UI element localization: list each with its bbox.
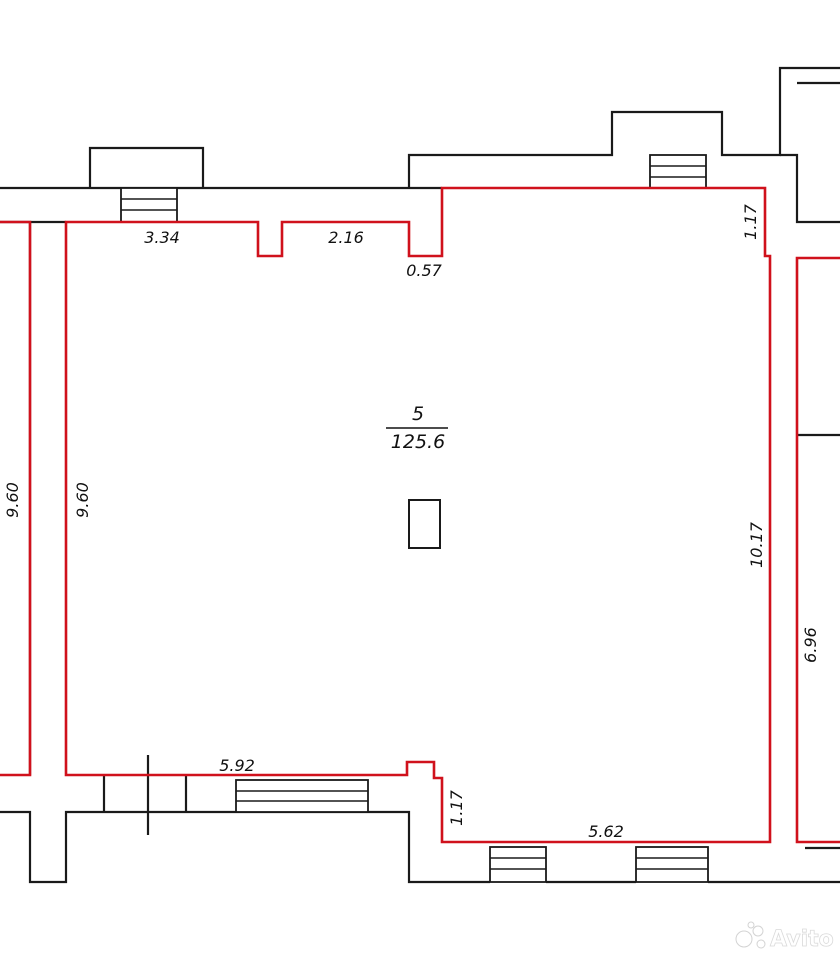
- dim-right-adjacent: 6.96: [801, 627, 820, 663]
- dim-bottom-step: 1.17: [447, 789, 466, 825]
- avito-watermark: Avito: [735, 921, 834, 952]
- right-room-outline: [795, 256, 840, 844]
- exterior-wall-top-right: [407, 66, 840, 188]
- dim-top-step: 0.57: [406, 261, 442, 280]
- window-top-left: [120, 187, 178, 223]
- dimension-labels: 3.34 2.16 0.57 1.17 9.60 9.60 10.17 6.96…: [3, 203, 820, 841]
- dim-bottom-left: 5.92: [219, 756, 255, 775]
- exterior-wall-bottom-left: [0, 810, 490, 884]
- windows: [120, 154, 709, 883]
- dim-top-middle: 2.16: [328, 228, 364, 247]
- watermark-text: Avito: [770, 927, 834, 952]
- wall-bottom-posts: [102, 775, 188, 812]
- dim-top-left: 3.34: [144, 228, 180, 247]
- dim-bottom-right: 5.62: [588, 822, 624, 841]
- dim-left-wall: 9.60: [73, 482, 92, 518]
- room-outlines: [0, 186, 840, 844]
- room-label: 5 125.6: [386, 403, 448, 453]
- avito-logo-icon: [735, 921, 766, 949]
- dim-right-wall: 10.17: [747, 521, 766, 568]
- wall-bay-top-left: [88, 146, 205, 188]
- column-pillar: [408, 499, 441, 549]
- room-5-outline: [64, 186, 772, 844]
- room-area: 125.6: [391, 431, 445, 453]
- exterior-wall-corner: [780, 153, 840, 224]
- room-number: 5: [412, 403, 424, 425]
- window-top-right: [649, 154, 707, 189]
- window-bottom-middle: [489, 846, 547, 883]
- dim-left-adjacent: 9.60: [3, 482, 22, 518]
- left-room-outline: [0, 220, 32, 777]
- dim-top-right-step: 1.17: [741, 203, 760, 239]
- window-bottom-right: [635, 846, 709, 883]
- window-bottom-left: [235, 779, 369, 813]
